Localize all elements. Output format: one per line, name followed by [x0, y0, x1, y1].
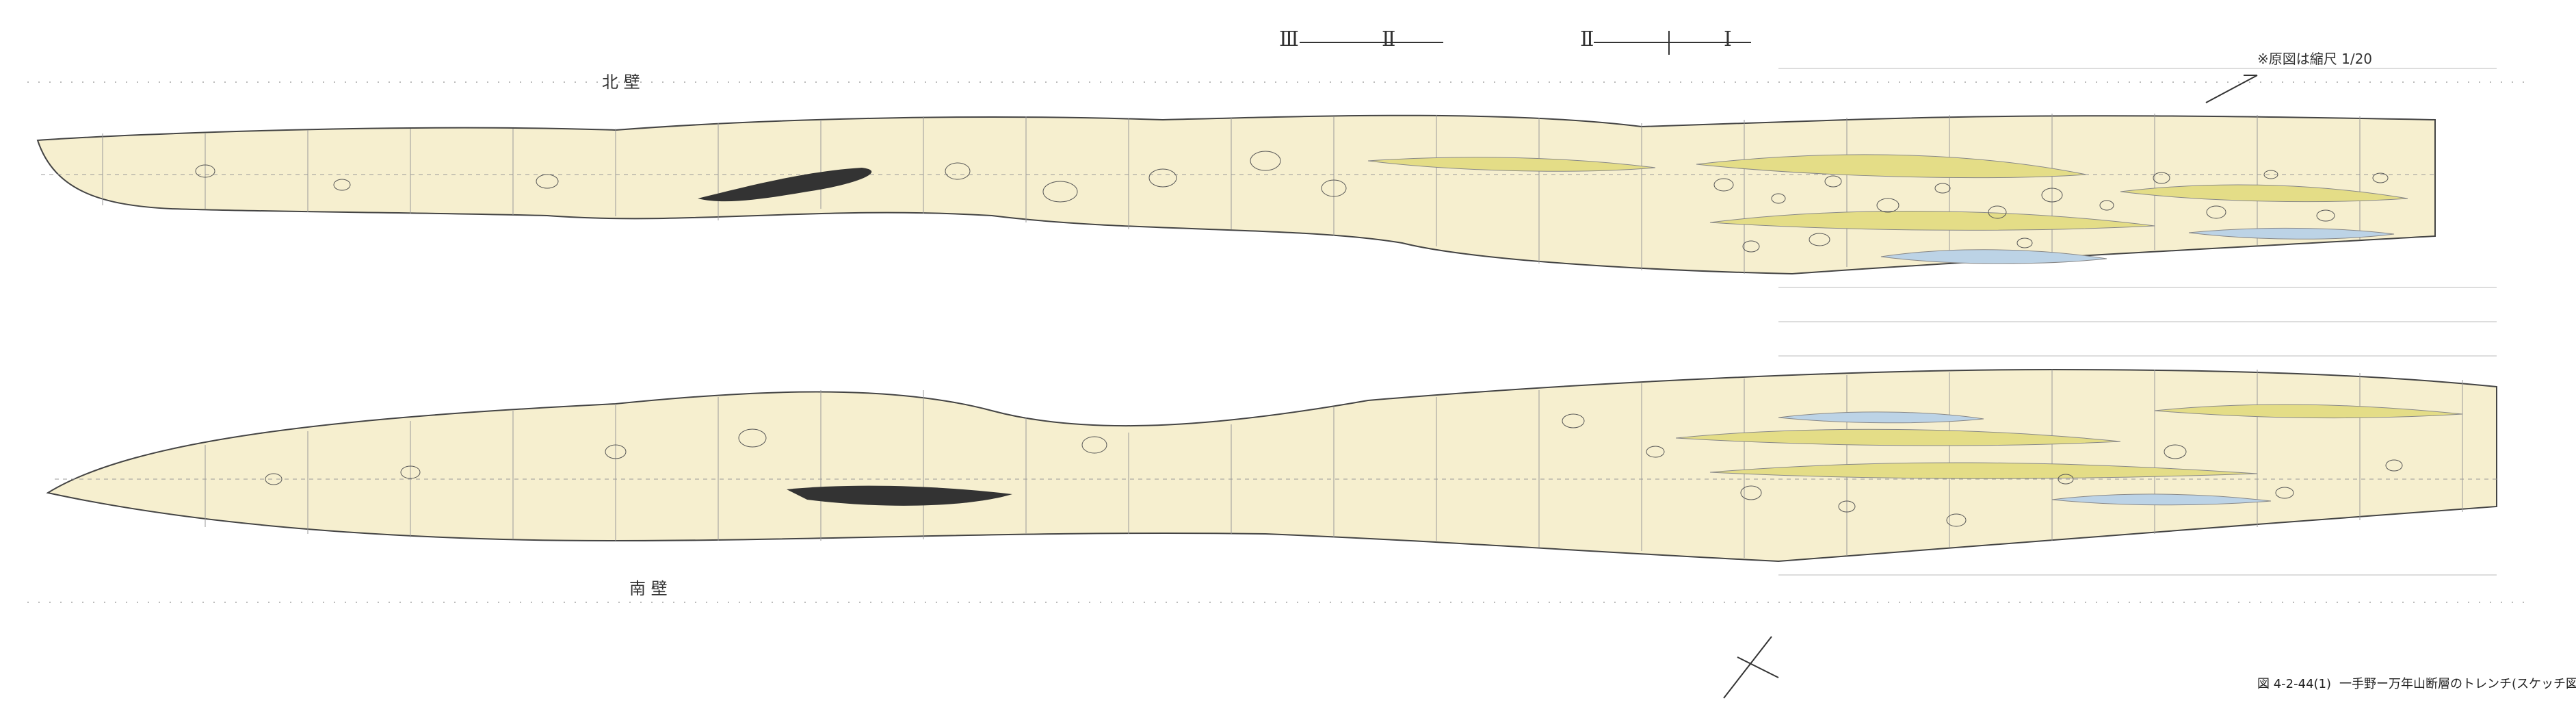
survey-grid-block [1778, 68, 2497, 576]
north-yellow-lenses [1367, 154, 2408, 231]
section-mark-ii-right: Ⅱ [1580, 27, 1594, 51]
north-arrow-lower-icon [1723, 636, 1779, 699]
section-marker-lines [1300, 31, 1751, 55]
north-wall-label: 北 壁 [602, 73, 640, 92]
north-wall-section [36, 114, 2436, 275]
section-mark-ii-left: Ⅱ [1382, 27, 1396, 51]
south-dark-layer [787, 485, 1012, 506]
north-arrow-icon [2205, 75, 2258, 103]
south-blue-lenses [1778, 411, 2272, 506]
gravel-clasts [195, 151, 2403, 527]
scale-note: ※原図は縮尺 1/20 [2257, 51, 2373, 67]
south-wall-label: 南 壁 [629, 579, 668, 598]
figure-number: 図 4-2-44(1) [2257, 677, 2332, 691]
south-wall-section [46, 368, 2497, 563]
figure-title: 一手野ー万年山断層のトレンチ(スケッチ図) [2339, 677, 2576, 691]
north-blue-lenses [1880, 227, 2395, 264]
section-mark-i: Ⅰ [1724, 27, 1732, 51]
section-mark-iii: Ⅲ [1279, 27, 1299, 51]
baseline-ticks [27, 81, 2531, 603]
south-yellow-lenses [1675, 404, 2463, 479]
north-dark-layer [698, 168, 872, 202]
south-wall-grid [55, 370, 2497, 558]
